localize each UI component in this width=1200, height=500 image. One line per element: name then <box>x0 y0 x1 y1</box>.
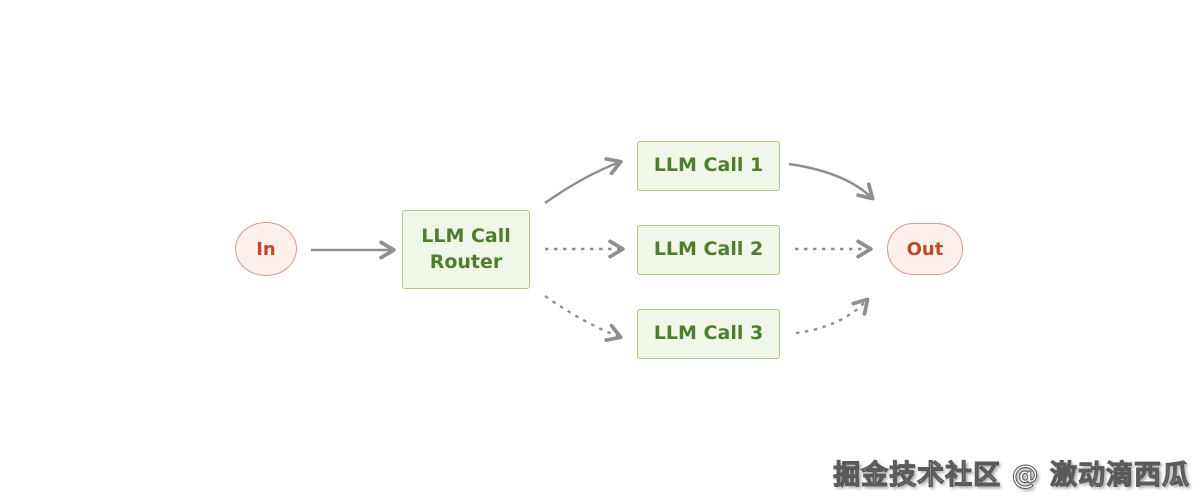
node-llm-call-2-label: LLM Call 2 <box>653 238 764 261</box>
edge-router-to-call3 <box>544 295 623 342</box>
node-llm-call-1: LLM Call 1 <box>637 141 780 191</box>
node-out-label: Out <box>906 238 944 260</box>
edge-call1-to-out <box>788 162 875 201</box>
edge-router-to-call1 <box>544 157 623 204</box>
node-llm-call-3: LLM Call 3 <box>637 309 780 359</box>
node-in-label: In <box>256 238 276 260</box>
node-llm-call-router-label: LLM Call Router <box>421 225 511 273</box>
node-llm-call-1-label: LLM Call 1 <box>653 154 764 177</box>
node-in: In <box>235 222 297 276</box>
watermark-text: 掘金技术社区 @ 激动滴西瓜 <box>833 460 1190 492</box>
node-llm-call-3-label: LLM Call 3 <box>653 322 764 345</box>
edge-call3-to-out <box>795 297 870 335</box>
node-llm-call-router: LLM Call Router <box>402 210 530 289</box>
node-out: Out <box>887 223 963 275</box>
node-llm-call-2: LLM Call 2 <box>637 225 780 275</box>
